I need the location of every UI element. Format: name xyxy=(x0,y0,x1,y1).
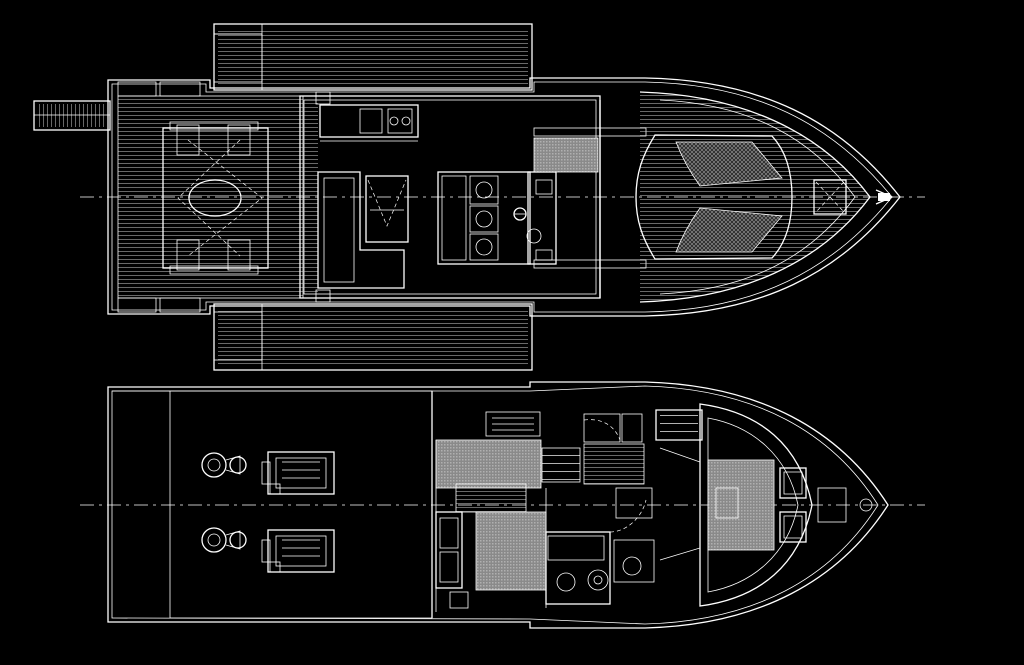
cockpit-table xyxy=(162,121,269,275)
saloon xyxy=(299,91,601,303)
foredeck xyxy=(639,91,871,303)
outboard-engine-port xyxy=(201,451,335,495)
aft-cockpit xyxy=(117,81,304,313)
lower-deck-plan-view xyxy=(80,381,925,629)
deck-hull-outline xyxy=(107,77,901,317)
outboard-engine-starboard xyxy=(201,527,335,573)
companionway-stairs xyxy=(541,413,645,485)
anchor-locker xyxy=(813,179,894,215)
helm-station xyxy=(437,171,557,265)
lower-hull-outline xyxy=(107,381,889,629)
galley xyxy=(319,104,419,142)
dinette xyxy=(317,171,409,289)
windscreen xyxy=(533,100,647,298)
aft-cabin xyxy=(435,411,547,609)
foredeck-sunpad xyxy=(635,134,793,260)
head-compartment xyxy=(545,487,655,605)
side-deck-port xyxy=(213,23,533,91)
forward-vberth xyxy=(655,403,873,607)
side-deck-starboard xyxy=(213,303,533,371)
swim-platform xyxy=(33,100,111,131)
deck-plan-view xyxy=(33,23,925,371)
